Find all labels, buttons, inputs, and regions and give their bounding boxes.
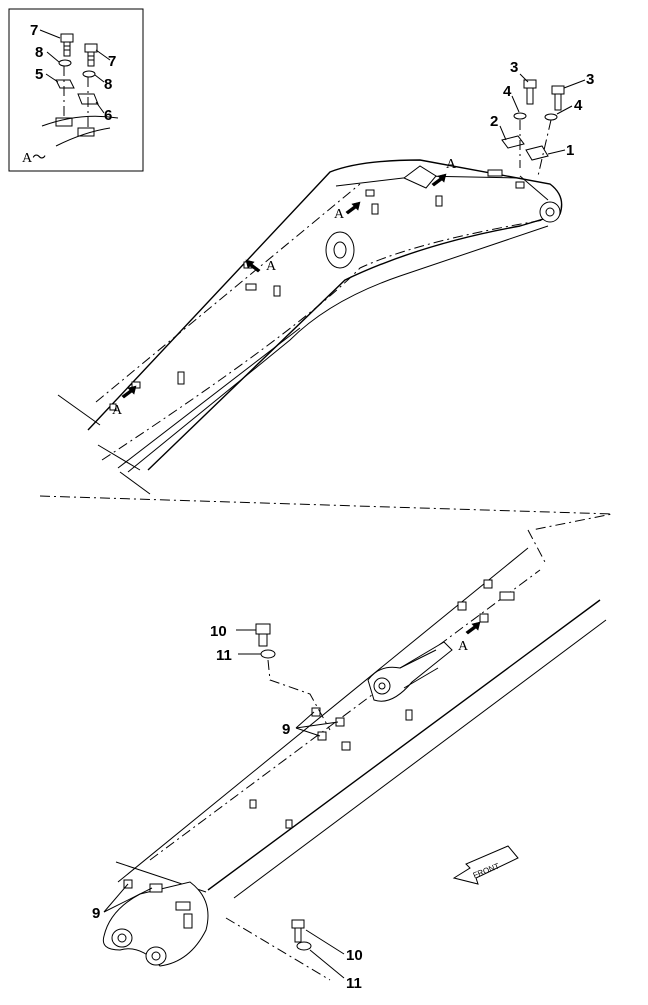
callout-11: 11 [216, 647, 232, 664]
exploded-parts-top: 3 3 4 4 2 1 [490, 59, 594, 177]
view-marker-a: A [446, 157, 457, 172]
lower-boom: 10 11 9 9 10 11 A [92, 529, 607, 992]
callout-7: 7 [108, 53, 116, 70]
washer-icon [58, 59, 72, 67]
bolt-icon [255, 623, 271, 647]
callout-9: 9 [282, 721, 290, 738]
detail-a-frame [8, 8, 144, 172]
view-marker-a: A [112, 403, 123, 418]
plate-icon [525, 145, 549, 161]
plate-icon [501, 135, 525, 149]
bolt-icon [60, 33, 74, 57]
bolt-icon [84, 43, 98, 67]
washer-icon [296, 941, 312, 951]
view-marker-a: A [458, 639, 469, 654]
view-arrow-icon [121, 385, 137, 399]
bolt-icon [551, 85, 565, 111]
callout-2: 2 [490, 113, 498, 130]
clip-icon [77, 127, 95, 137]
boom-boss [325, 231, 355, 269]
washer-icon [544, 113, 558, 121]
view-arrow-icon [345, 201, 361, 215]
callout-10: 10 [210, 623, 227, 640]
front-arrow-icon [452, 845, 519, 885]
detail-a-label: A～ [22, 151, 46, 166]
washer-icon [513, 112, 527, 120]
callout-4: 4 [503, 83, 512, 100]
callout-5: 5 [35, 66, 43, 83]
washer-icon [82, 70, 96, 78]
view-marker-a: A [266, 259, 277, 274]
front-arrow: FRONT [452, 845, 519, 885]
callout-3: 3 [510, 59, 518, 76]
break-line [39, 495, 613, 531]
callout-11: 11 [346, 975, 362, 992]
view-arrow-icon [431, 173, 447, 187]
washer-icon [260, 649, 276, 659]
view-marker-a: A [334, 207, 345, 222]
callout-8: 8 [35, 44, 43, 61]
bolt-icon [291, 919, 305, 943]
upper-boom: A A A A [57, 157, 563, 495]
view-arrow-icon [245, 259, 261, 273]
callout-8: 8 [104, 76, 112, 93]
bolt-icon [523, 79, 537, 105]
callout-10: 10 [346, 947, 363, 964]
callout-6: 6 [104, 107, 112, 124]
callout-7: 7 [30, 22, 38, 39]
callout-4: 4 [574, 97, 583, 114]
callout-3: 3 [586, 71, 594, 88]
callout-9: 9 [92, 905, 100, 922]
detail-a-inset: 7 8 5 7 8 6 A～ [8, 8, 144, 172]
boom-pivot [539, 201, 561, 223]
plate-icon [55, 79, 75, 89]
view-arrow-icon [465, 621, 481, 635]
callout-1: 1 [566, 142, 574, 159]
